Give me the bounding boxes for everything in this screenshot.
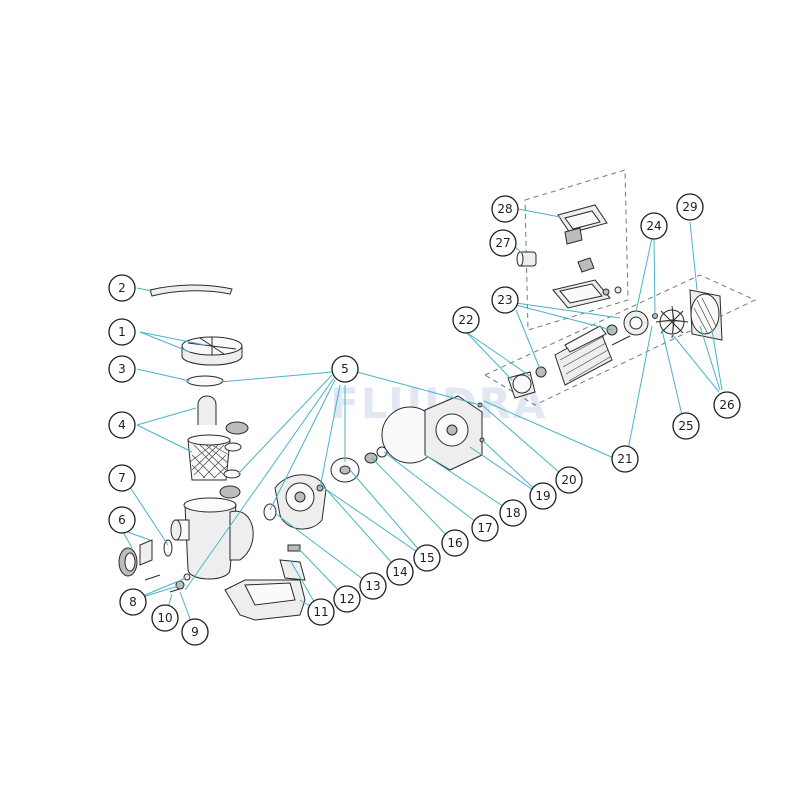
- callout-label: 3: [118, 362, 126, 376]
- callout: 1: [108, 318, 136, 346]
- union-fittings: [118, 539, 173, 577]
- callout: 16: [441, 529, 469, 557]
- callout: 9: [181, 618, 209, 646]
- callout-label: 21: [617, 452, 632, 466]
- callout-label: 28: [497, 202, 512, 216]
- callout: 17: [471, 514, 499, 542]
- callout-label: 6: [118, 513, 126, 527]
- callout: 26: [713, 391, 741, 419]
- callout: 13: [359, 572, 387, 600]
- fan: [655, 305, 689, 339]
- seal-ring: [376, 446, 388, 458]
- callout: 4: [108, 411, 136, 439]
- callout: 21: [611, 445, 639, 473]
- callout-label: 16: [447, 536, 462, 550]
- callout-label: 9: [191, 625, 199, 639]
- callout-label: 8: [129, 595, 137, 609]
- diffuser: [274, 474, 327, 530]
- motor-flange: [507, 371, 536, 399]
- callout: 10: [151, 604, 179, 632]
- callout: 29: [676, 193, 704, 221]
- callout-label: 14: [392, 565, 407, 579]
- fan-clip: [652, 313, 658, 319]
- callout-label: 26: [719, 398, 734, 412]
- end-shield: [623, 310, 649, 336]
- callout: 2: [108, 274, 136, 302]
- callout-label: 15: [419, 551, 434, 565]
- front-bearing: [535, 366, 547, 378]
- callout-label: 10: [157, 611, 172, 625]
- callout: 18: [499, 499, 527, 527]
- callout: 11: [307, 598, 335, 626]
- pump-body: [170, 497, 254, 580]
- callout: 12: [333, 585, 361, 613]
- callout: 28: [491, 195, 519, 223]
- callout-label: 27: [495, 236, 510, 250]
- callout-label: 5: [341, 362, 349, 376]
- callout: 6: [108, 506, 136, 534]
- diffuser-oring: [263, 503, 277, 521]
- control-box-frame: [524, 169, 629, 331]
- callout: 14: [386, 558, 414, 586]
- callout: 23: [491, 286, 519, 314]
- callout-label: 4: [118, 418, 126, 432]
- callout-label: 11: [313, 605, 328, 619]
- callout: 3: [108, 355, 136, 383]
- seal-plate: [424, 395, 485, 471]
- callout: 25: [672, 412, 700, 440]
- lid-wrench: [149, 284, 233, 297]
- callout-label: 25: [678, 419, 693, 433]
- basket-group: [187, 395, 249, 499]
- callout-label: 17: [477, 521, 492, 535]
- callout: 27: [489, 229, 517, 257]
- parts-drawing: [118, 204, 723, 621]
- callout: 8: [119, 588, 147, 616]
- motor: [554, 325, 631, 386]
- callout-label: 23: [497, 293, 512, 307]
- callout-label: 19: [535, 489, 550, 503]
- callout: 22: [452, 306, 480, 334]
- callout-label: 24: [646, 219, 661, 233]
- terminal-box: [552, 204, 622, 309]
- callout-label: 22: [458, 313, 473, 327]
- callout: 5: [331, 355, 359, 383]
- capacitor: [516, 251, 537, 267]
- callout: 15: [413, 544, 441, 572]
- bolts-drain: [144, 573, 191, 593]
- callout-label: 1: [118, 325, 126, 339]
- callout-label: 29: [682, 200, 697, 214]
- callout-label: 7: [118, 471, 126, 485]
- callout-label: 18: [505, 506, 520, 520]
- callout-label: 13: [365, 579, 380, 593]
- callout-label: 12: [339, 592, 354, 606]
- fan-cover: [689, 289, 723, 341]
- pump-base: [224, 559, 306, 621]
- callout: 19: [529, 482, 557, 510]
- callout: 20: [555, 466, 583, 494]
- pump-lid: [181, 336, 243, 366]
- lid-oring: [186, 375, 224, 387]
- callout-label: 20: [561, 473, 576, 487]
- callout: 7: [108, 464, 136, 492]
- callout-label: 2: [118, 281, 126, 295]
- key: [287, 544, 301, 552]
- callout: 24: [640, 212, 668, 240]
